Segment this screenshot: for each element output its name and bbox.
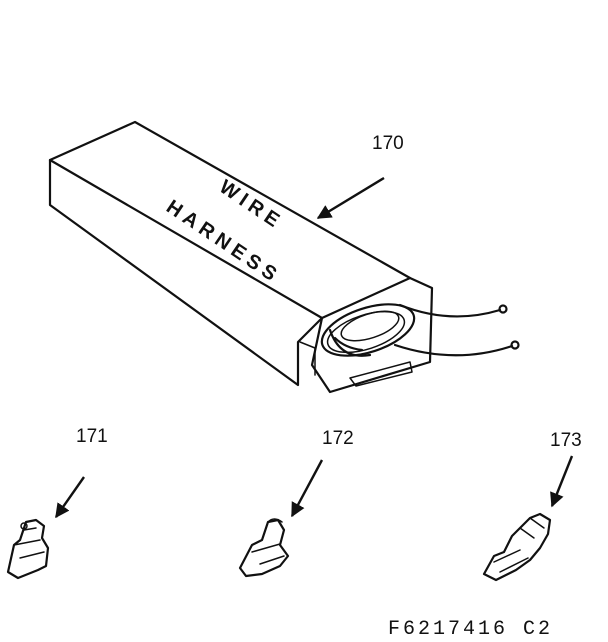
arrow-172 (290, 459, 324, 518)
wire-harness-box: WIRE HARNESS (48, 120, 520, 394)
arrow-173 (550, 455, 574, 508)
callout-170: 170 (372, 133, 404, 154)
arrow-171 (55, 476, 85, 519)
wire-coil (320, 303, 416, 357)
terminal-173 (482, 512, 552, 582)
wire-lead-lower (393, 343, 514, 357)
terminal-172 (238, 518, 290, 578)
figure-id: F6217416 C2 (388, 618, 553, 641)
callout-171: 171 (76, 426, 108, 447)
box-label-line-1: WIRE (215, 176, 287, 235)
arrow-170 (316, 176, 385, 220)
wire-lead-upper (398, 303, 502, 318)
callout-172: 172 (322, 428, 354, 449)
callout-173: 173 (550, 430, 582, 451)
terminal-171 (6, 518, 50, 580)
